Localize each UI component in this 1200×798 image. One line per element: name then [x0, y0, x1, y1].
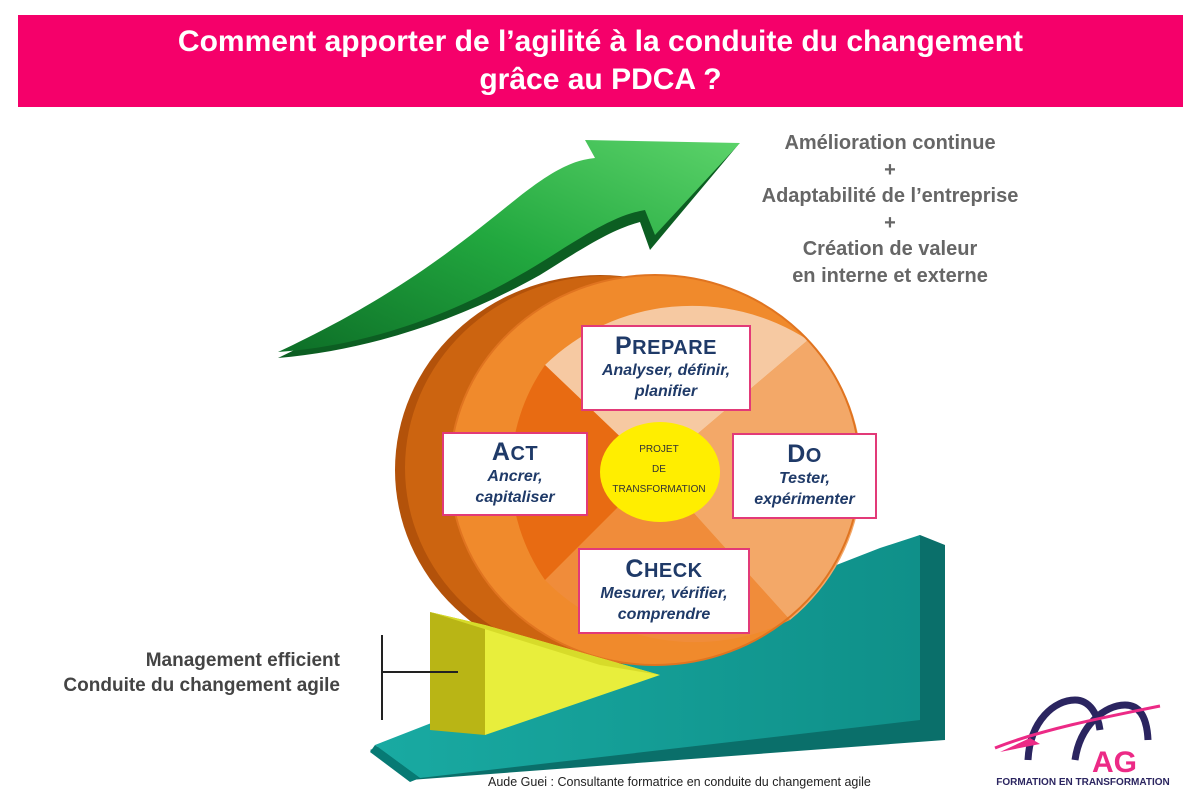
benefit-3: Création de valeur: [802, 238, 978, 260]
benefit-4: en interne et externe: [792, 264, 988, 287]
management-text: Management efficient Conduite du changem…: [30, 648, 340, 698]
phase-check-title: CHECK: [625, 555, 703, 583]
core-circle: [600, 422, 720, 522]
phase-do-desc-2: expérimenter: [754, 491, 855, 508]
ag-logo: AG: [994, 696, 1161, 779]
logo-letters: AG: [1092, 746, 1137, 779]
core-label: PROJET DE TRANSFORMATION: [598, 440, 720, 500]
phase-act-desc-2: capitaliser: [475, 489, 555, 506]
benefit-plus-1: +: [884, 158, 896, 181]
phase-act-title: ACT: [491, 438, 539, 466]
phase-act-desc-1: Ancrer,: [487, 468, 543, 485]
title-line-2: grâce au PDCA ?: [479, 63, 722, 96]
core-line-2: DE: [652, 464, 666, 475]
phase-do-box: DO Tester, expérimenter: [732, 433, 877, 519]
wedge: [430, 612, 660, 735]
phase-check-desc-1: Mesurer, vérifier,: [600, 585, 728, 602]
benefit-plus-2: +: [884, 211, 896, 234]
benefits-text: Amélioration continue + Adaptabilité de …: [740, 130, 1040, 289]
management-line-1: Management efficient: [145, 650, 340, 671]
title-banner: Comment apporter de l’agilité à la condu…: [18, 15, 1183, 107]
phase-do-desc-1: Tester,: [779, 470, 830, 487]
core-line-3: TRANSFORMATION: [612, 484, 706, 495]
logo-tagline: FORMATION EN TRANSFORMATION: [996, 777, 1170, 788]
phase-check-desc-2: comprendre: [617, 606, 711, 623]
management-line-2: Conduite du changement agile: [63, 675, 340, 696]
benefit-2: Adaptabilité de l’entreprise: [761, 185, 1019, 207]
benefit-1: Amélioration continue: [784, 132, 996, 154]
author-credit: Aude Guei : Consultante formatrice en co…: [488, 775, 871, 789]
core-line-1: PROJET: [639, 444, 679, 455]
phase-do-title: DO: [787, 440, 822, 468]
bracket: [381, 635, 458, 720]
phase-prepare-title: PREPARE: [614, 332, 718, 360]
phase-prepare-desc-1: Analyser, définir,: [601, 362, 731, 379]
growth-arrow: [278, 140, 740, 358]
phase-prepare-box: PREPARE Analyser, définir, planifier: [581, 325, 751, 411]
phase-act-box: ACT Ancrer, capitaliser: [442, 432, 588, 516]
phase-prepare-desc-2: planifier: [634, 383, 698, 400]
phase-check-box: CHECK Mesurer, vérifier, comprendre: [578, 548, 750, 634]
title-line-1: Comment apporter de l’agilité à la condu…: [177, 25, 1024, 58]
